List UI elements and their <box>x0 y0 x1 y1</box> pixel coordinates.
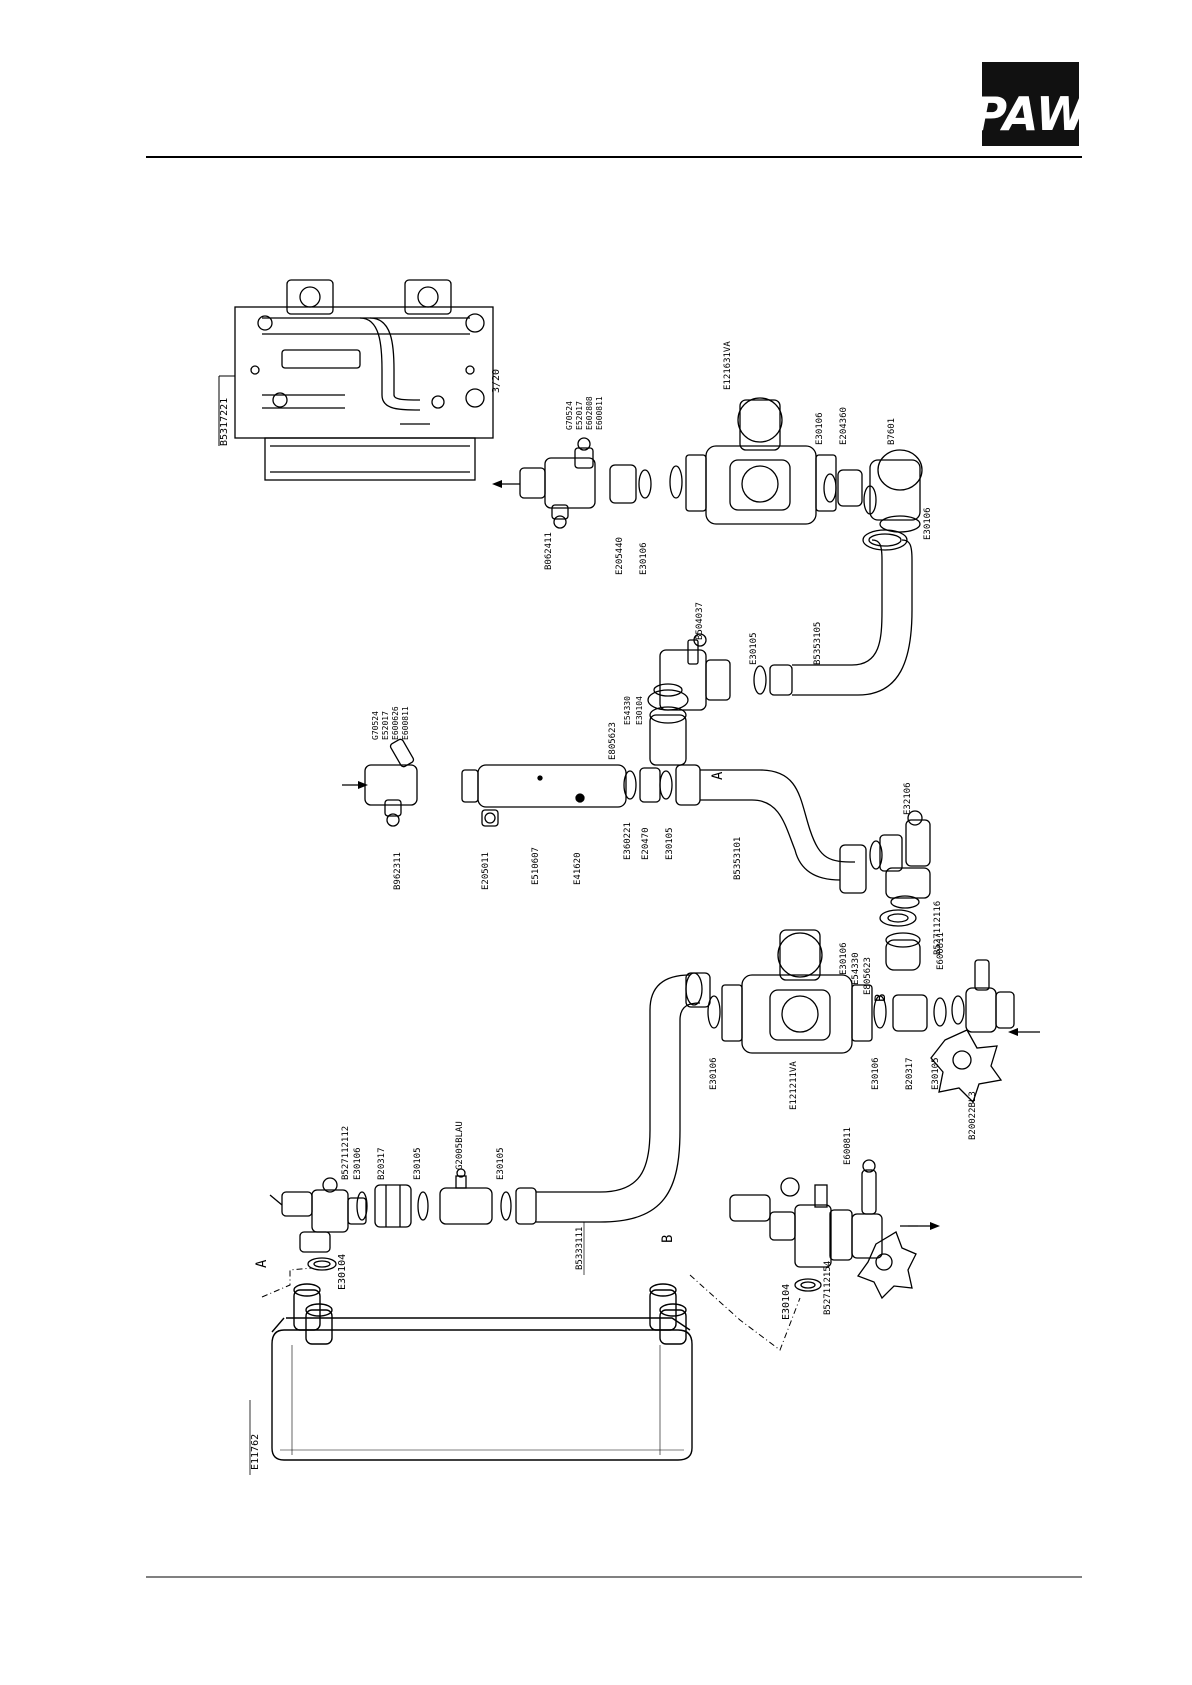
handwheel-valve-right <box>930 959 1015 1104</box>
e360221-label: E360221 <box>623 822 633 860</box>
e30106-top-label: E30106 <box>353 1147 363 1180</box>
e602808-label: E602808 <box>585 396 594 430</box>
b504037-label: B504037 <box>695 602 705 640</box>
g70524-b-label: G70524 <box>565 401 574 430</box>
inset-size-label: 3/20 <box>491 369 502 393</box>
g70524-a-label: G70524 <box>371 711 380 740</box>
e121631-label: E121631VA <box>723 341 733 390</box>
e510607-label: E510607 <box>531 847 541 885</box>
b527112154-label: B527112154 <box>823 1261 833 1315</box>
e52017-a-label: E52017 <box>381 711 390 740</box>
plate-heat-exchanger <box>271 1283 693 1461</box>
flow-arrow-in-top <box>342 781 368 789</box>
connector-a-left: A <box>254 1259 270 1268</box>
e600811-valve-label: E600811 <box>843 1127 853 1165</box>
e30106-pump1-label: E30106 <box>709 1057 719 1090</box>
e205011-label: E205011 <box>481 852 491 890</box>
brand-logo: PAW <box>973 62 1089 146</box>
e41620-label: E41620 <box>573 852 583 885</box>
e805623-a-label: E805623 <box>608 722 618 760</box>
middle-pipe-assembly <box>364 683 867 894</box>
e30106-b-label: E30106 <box>839 942 849 975</box>
b20317-top-label: B20317 <box>377 1147 387 1180</box>
e805623-b-label: E805623 <box>863 957 873 995</box>
b962311-label: B962311 <box>393 852 403 890</box>
heat-exchanger-label: E11762 <box>250 1434 261 1470</box>
e30104-top-label: E30104 <box>337 1254 348 1290</box>
e30104-bottom-label: E30104 <box>781 1284 792 1320</box>
e54330-a-label: E54330 <box>623 696 632 725</box>
e600811-a-label: E600811 <box>401 706 410 740</box>
connector-lines <box>261 1267 801 1351</box>
b20317-pump1-label: B20317 <box>905 1057 915 1090</box>
e54330-b-label: E54330 <box>851 952 861 985</box>
connector-b-right: B <box>873 994 889 1002</box>
tee-b-assembly <box>869 810 931 971</box>
e20470-label: E20470 <box>641 827 651 860</box>
e600811-right-label: E600811 <box>936 932 946 970</box>
e30106-r2-label: E30106 <box>815 412 825 445</box>
e30105-mid-label: E30105 <box>496 1147 506 1180</box>
flow-arrow-out-bottom <box>900 1222 940 1230</box>
b527112116-label: B527112116 <box>933 901 943 955</box>
left-valve-assembly <box>269 972 711 1253</box>
e30105-tube-label: E30105 <box>665 827 675 860</box>
upper-right-assembly <box>519 397 923 711</box>
lower-valve-assembly <box>729 1159 918 1300</box>
connector-a-right: A <box>710 771 726 780</box>
e30105-right-label: E30105 <box>749 632 759 665</box>
e30106-right-label: E30106 <box>639 542 649 575</box>
b527112112-label: B527112112 <box>341 1126 351 1180</box>
e204360-label: E204360 <box>839 407 849 445</box>
e205440-label: E205440 <box>615 537 625 575</box>
e600811-b-label: E600811 <box>595 396 604 430</box>
e30105-top-label: E30105 <box>413 1147 423 1180</box>
inset-part-label: B5317221 <box>219 398 230 446</box>
circulation-pump-1 <box>707 929 947 1054</box>
e30104-mid-label: E30104 <box>635 696 644 725</box>
flow-arrow-in-right <box>1008 1028 1040 1036</box>
flow-arrow-out-top <box>492 480 520 488</box>
e52017-b-label: E52017 <box>575 401 584 430</box>
b7601-label: B7601 <box>887 418 897 445</box>
e121211va-label: E121211VA <box>789 1061 799 1110</box>
gaskets-left <box>307 1257 822 1292</box>
e32106-label: E32106 <box>903 782 913 815</box>
inset-overview <box>218 279 494 481</box>
e600626-label: E600626 <box>391 706 400 740</box>
b5353105-label: B5353105 <box>813 622 823 665</box>
logo-text: PAW <box>973 87 1089 141</box>
b062411-label: B062411 <box>544 532 554 570</box>
connector-b-left: B <box>660 1235 676 1243</box>
g2005blau-label: G2005BLAU <box>455 1121 465 1170</box>
e30106-r3-label: E30106 <box>923 507 933 540</box>
e30106-pump1b-label: E30106 <box>871 1057 881 1090</box>
b5333111-label: B5333111 <box>575 1227 585 1270</box>
b20022-label: B20022BL3 <box>968 1091 978 1140</box>
b5353101-label: B5353101 <box>733 837 743 880</box>
e30105-pump1-label: E30105 <box>931 1057 941 1090</box>
